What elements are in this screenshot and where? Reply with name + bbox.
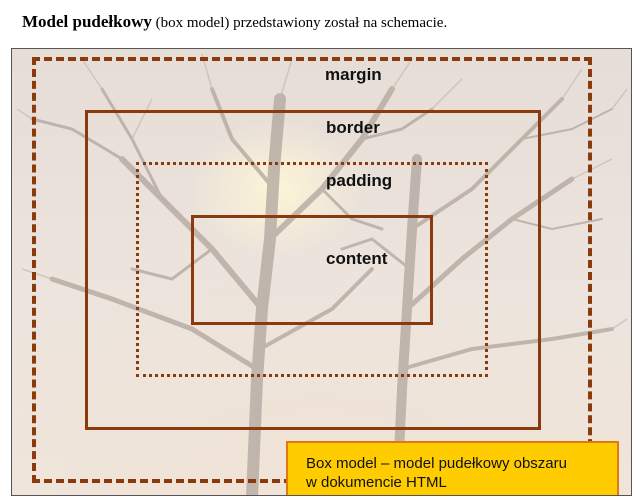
border-label: border (326, 118, 380, 137)
note-line-2: w dokumencie HTML (306, 474, 447, 491)
description-note: Box model – model pudełkowy obszaru w do… (286, 441, 619, 495)
box-model-diagram: margin border padding content Box model … (11, 48, 632, 496)
caption-title: Model pudełkowy (22, 12, 152, 31)
border-box (85, 110, 541, 430)
caption: Model pudełkowy (box model) przedstawion… (22, 12, 447, 32)
padding-label: padding (326, 171, 393, 190)
note-line-1: Box model – model pudełkowy obszaru (306, 455, 567, 472)
padding-box (136, 162, 488, 377)
caption-text: (box model) przedstawiony został na sche… (155, 15, 448, 31)
content-label: content (326, 249, 388, 268)
content-box (191, 215, 433, 325)
margin-label: margin (325, 65, 382, 84)
